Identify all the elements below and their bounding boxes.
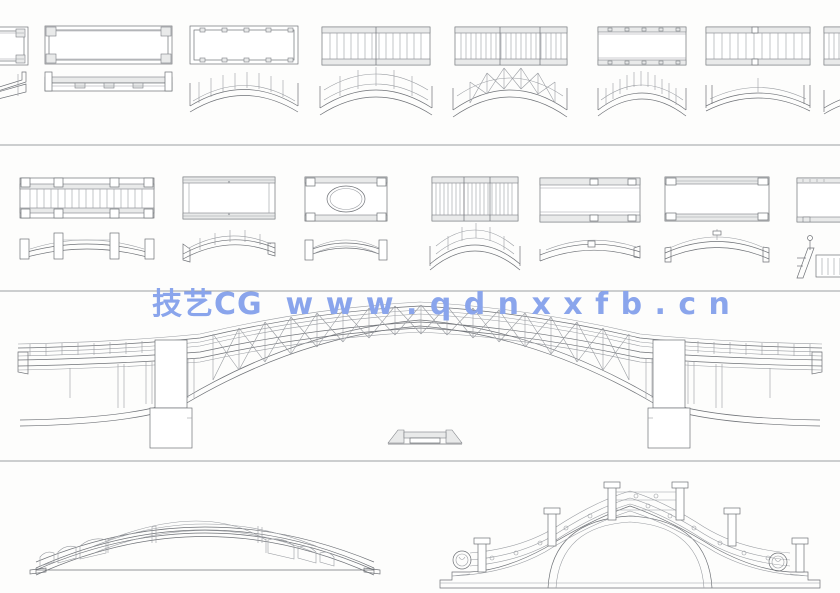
plan-dense-plank-deck: [431, 176, 519, 222]
plan-oval-opening-deck: [304, 176, 388, 222]
elev-cantilever-clipped-left: [0, 71, 27, 99]
elev-trestle-deck: [44, 71, 173, 92]
elev-shallow-arch-b: [664, 229, 770, 263]
chinese-stone-arch-bridge: [439, 481, 821, 589]
plan-deck-clipped-left: [0, 26, 29, 66]
carved-medallions: [452, 550, 788, 572]
main-bridge-pier-right: [647, 339, 691, 449]
elev-shallow-arch-a: [539, 239, 641, 262]
elev-flat-arch-abutment: [304, 239, 388, 261]
main-bridge-approach-columns: [69, 358, 771, 408]
newel-posts: [473, 481, 809, 573]
elev-thin-arch-rail: [182, 230, 276, 263]
elev-arched-simple: [705, 78, 811, 112]
main-bridge-abutment-right: [811, 351, 823, 375]
plan-plain-deck: [44, 25, 173, 65]
plan-baluster-rail-clipped-right: [823, 26, 840, 66]
plan-plank-deck: [597, 26, 687, 66]
main-bridge-truss-panels: [212, 304, 630, 381]
main-bridge-deck: [17, 321, 823, 371]
plan-beam-deck-a: [539, 177, 641, 223]
elev-arched-post-rail: [319, 67, 433, 116]
plan-baluster-rail-b: [454, 26, 568, 66]
elev-arched-clipped-right: [823, 90, 840, 115]
elev-steep-arch-post-rail: [429, 223, 521, 271]
elev-rail-detail-clipped-right: [796, 235, 840, 279]
elev-arched-picket-dense: [597, 71, 687, 117]
plan-short-deck-clipped-right: [796, 177, 840, 223]
plan-studded-deck: [189, 25, 299, 65]
plan-open-frame-deck: [182, 176, 276, 220]
plan-baluster-rail-c: [705, 26, 811, 66]
elev-arched-picket-rail: [189, 72, 299, 113]
plan-baluster-rail-a: [321, 26, 431, 66]
plan-beam-deck-b: [664, 176, 770, 222]
elev-arched-truss: [452, 67, 568, 118]
site-watermark: 技艺CG w w w . q d n x x f b . c n: [152, 287, 731, 322]
elev-post-rail-flat-arch: [19, 232, 155, 260]
main-bridge-abutment-left: [17, 351, 29, 375]
section-detail: [387, 429, 463, 445]
plan-balustrade-posts: [19, 177, 155, 219]
shallow-arch-footbridge: [29, 520, 381, 576]
main-bridge-pier-left: [149, 339, 193, 449]
